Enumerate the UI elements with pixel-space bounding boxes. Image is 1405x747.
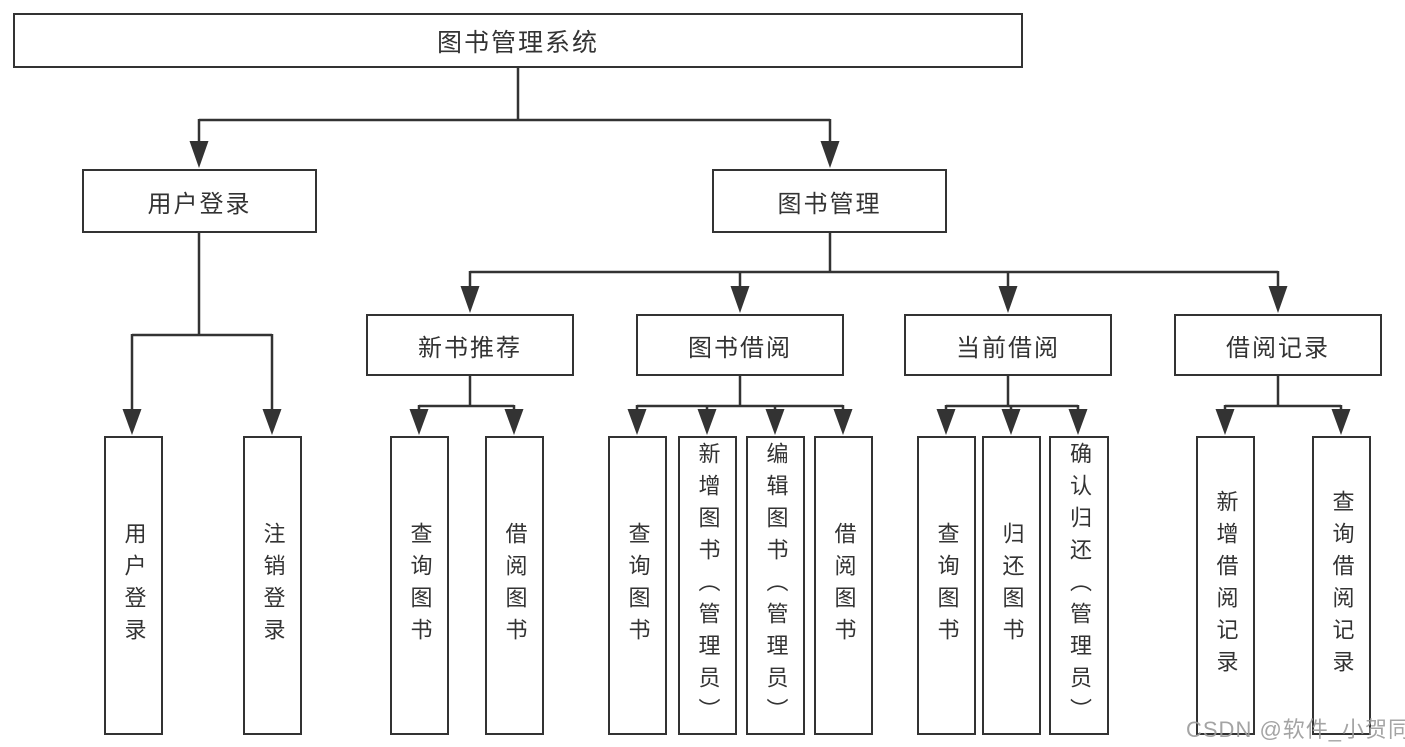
watermark: CSDN @软件_小贺同学 — [1186, 717, 1405, 742]
leaf-borrow-books-1: 借阅图书 — [485, 436, 544, 735]
leaf-query-borrow-record-label: 查询借阅记录 — [1329, 489, 1355, 682]
leaf-query-books-2: 查询图书 — [608, 436, 667, 735]
leaf-user-login: 用户登录 — [104, 436, 163, 735]
leaf-query-borrow-record: 查询借阅记录 — [1312, 436, 1371, 735]
leaf-borrow-books-1-label: 借阅图书 — [502, 521, 528, 650]
leaf-logout: 注销登录 — [243, 436, 302, 735]
arrowhead-icon — [1331, 409, 1351, 435]
arrowhead-icon — [460, 286, 480, 313]
arrowhead-icon — [409, 409, 429, 435]
arrowhead-icon — [189, 141, 209, 168]
node-current-borrowing: 当前借阅 — [904, 314, 1112, 376]
arrowhead-icon — [262, 409, 282, 435]
node-book-management-label: 图书管理 — [777, 190, 882, 218]
arrowhead-icon — [730, 286, 750, 313]
arrowhead-icon — [820, 141, 840, 168]
leaf-edit-book-admin: 编辑图书（管理员） — [746, 436, 805, 735]
node-new-book-recommend-label: 新书推荐 — [418, 334, 522, 362]
node-borrowing-records-label: 借阅记录 — [1226, 334, 1330, 362]
leaf-return-books: 归还图书 — [982, 436, 1041, 735]
leaf-add-book-admin: 新增图书（管理员） — [678, 436, 737, 735]
node-current-borrowing-label: 当前借阅 — [956, 334, 1060, 362]
arrowhead-icon — [765, 409, 785, 435]
leaf-borrow-books-2: 借阅图书 — [814, 436, 873, 735]
leaf-confirm-return-admin-label: 确认归还（管理员） — [1067, 441, 1092, 730]
arrowhead-icon — [504, 409, 524, 435]
leaf-query-books-1-label: 查询图书 — [407, 521, 433, 650]
arrowhead-icon — [122, 409, 142, 435]
leaf-return-books-label: 归还图书 — [999, 521, 1025, 650]
arrowhead-icon — [1268, 286, 1288, 313]
leaf-add-borrow-record-label: 新增借阅记录 — [1213, 489, 1239, 682]
node-root-label: 图书管理系统 — [436, 28, 599, 57]
node-borrowing-records: 借阅记录 — [1174, 314, 1382, 376]
leaf-edit-book-admin-label: 编辑图书（管理员） — [763, 441, 789, 730]
leaf-add-borrow-record: 新增借阅记录 — [1196, 436, 1255, 735]
arrowhead-icon — [936, 409, 956, 435]
node-user-login: 用户登录 — [82, 169, 317, 233]
arrowhead-icon — [1001, 409, 1021, 435]
leaf-borrow-books-2-label: 借阅图书 — [831, 521, 857, 650]
leaf-query-books-3-label: 查询图书 — [934, 521, 960, 650]
leaf-logout-label: 注销登录 — [260, 521, 286, 650]
arrowhead-icon — [1215, 409, 1235, 435]
node-book-management: 图书管理 — [712, 169, 947, 233]
leaf-query-books-2-label: 查询图书 — [625, 521, 651, 650]
arrowhead-icon — [1068, 409, 1088, 435]
leaf-user-login-label: 用户登录 — [121, 521, 147, 650]
arrowhead-icon — [697, 409, 717, 435]
leaf-query-books-3: 查询图书 — [917, 436, 976, 735]
node-root: 图书管理系统 — [13, 13, 1023, 68]
arrowhead-icon — [627, 409, 647, 435]
leaf-add-book-admin-label: 新增图书（管理员） — [695, 441, 721, 730]
node-user-login-label: 用户登录 — [147, 190, 252, 218]
node-book-borrowing: 图书借阅 — [636, 314, 844, 376]
leaf-query-books-1: 查询图书 — [390, 436, 449, 735]
node-new-book-recommend: 新书推荐 — [366, 314, 574, 376]
leaf-confirm-return-admin: 确认归还（管理员） — [1049, 436, 1109, 735]
node-book-borrowing-label: 图书借阅 — [688, 334, 792, 362]
arrowhead-icon — [833, 409, 853, 435]
arrowhead-icon — [998, 286, 1018, 313]
